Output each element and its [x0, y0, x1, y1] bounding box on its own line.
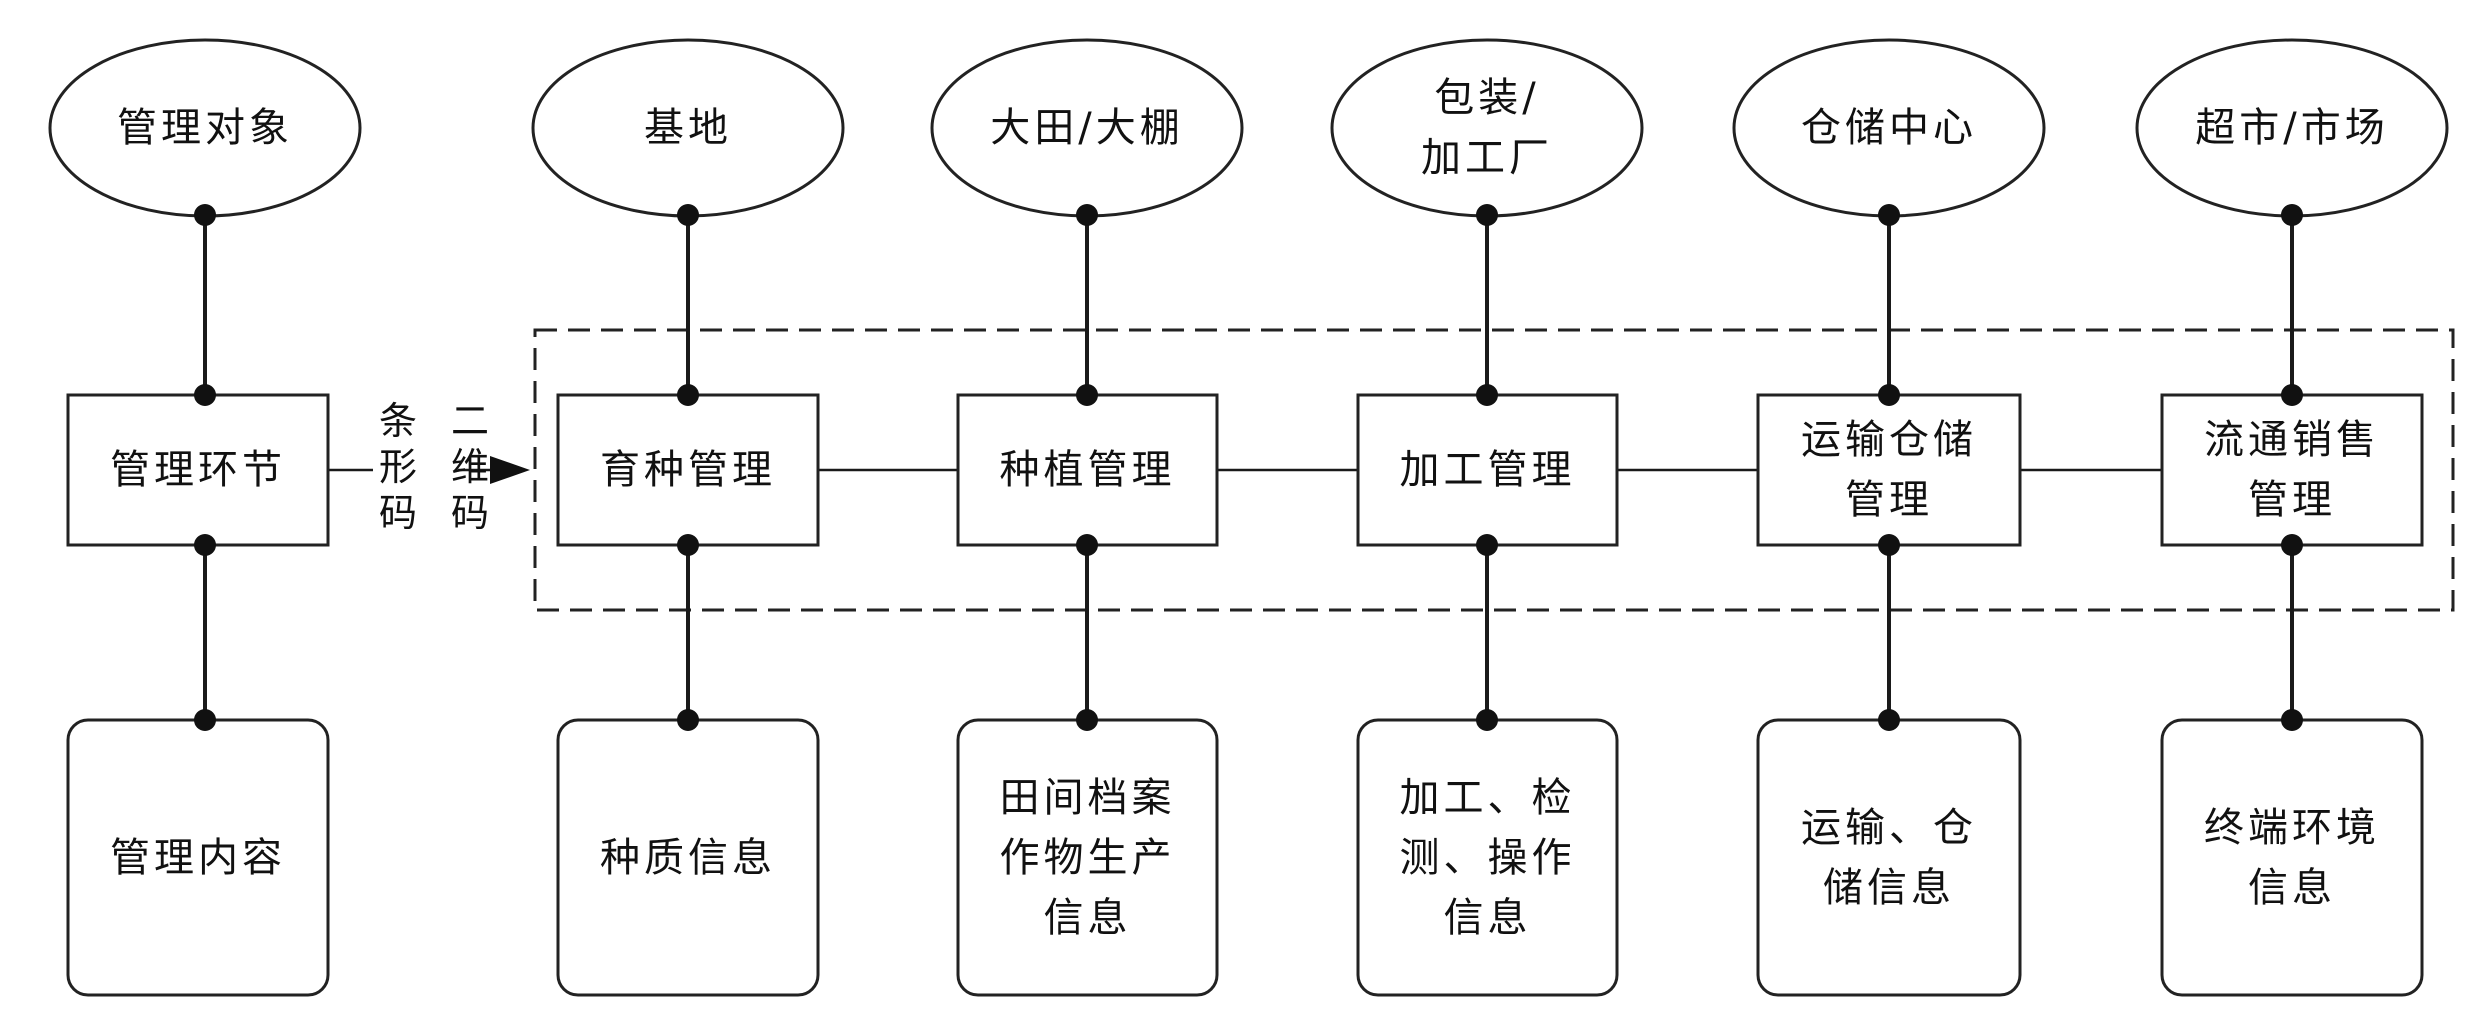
flow-arrowhead	[490, 456, 530, 484]
barcode-label: 条形码	[378, 399, 417, 535]
object-ellipse-factory	[1330, 38, 1644, 218]
dot-manage-mid-bottom	[194, 534, 216, 556]
object-ellipse-market	[2135, 38, 2449, 218]
dot-processing-bottom	[1476, 709, 1498, 731]
stage-box-manage	[66, 393, 330, 547]
content-box-breeding	[556, 718, 820, 997]
object-ellipse-manage	[48, 38, 362, 218]
dot-transport-top	[1878, 204, 1900, 226]
qrcode-label: 二维码	[450, 399, 489, 535]
dot-planting-bottom	[1076, 709, 1098, 731]
dot-breeding-bottom	[677, 709, 699, 731]
dot-circulation-mid-top	[2281, 384, 2303, 406]
object-ellipse-base	[531, 38, 845, 218]
stage-box-circulation	[2160, 393, 2424, 547]
object-ellipse-warehouse	[1732, 38, 2046, 218]
dot-transport-mid-top	[1878, 384, 1900, 406]
dot-manage-mid-top	[194, 384, 216, 406]
dot-breeding-mid-bottom	[677, 534, 699, 556]
stage-box-planting	[956, 393, 1219, 547]
stage-box-breeding	[556, 393, 820, 547]
dot-breeding-mid-top	[677, 384, 699, 406]
managed-stages-region	[533, 328, 2455, 612]
junction-dots	[194, 204, 2303, 731]
object-ellipse-field	[930, 38, 1244, 218]
stage-box-transport	[1756, 393, 2022, 547]
dot-processing-mid-top	[1476, 384, 1498, 406]
dot-planting-mid-bottom	[1076, 534, 1098, 556]
content-box-planting	[956, 718, 1219, 997]
content-box-processing	[1356, 718, 1619, 997]
dot-transport-mid-bottom	[1878, 534, 1900, 556]
dot-circulation-bottom	[2281, 709, 2303, 731]
content-box-circulation	[2160, 718, 2424, 997]
stage-box-processing	[1356, 393, 1619, 547]
dot-transport-bottom	[1878, 709, 1900, 731]
dot-processing-mid-bottom	[1476, 534, 1498, 556]
dot-processing-top	[1476, 204, 1498, 226]
dot-circulation-top	[2281, 204, 2303, 226]
dot-planting-top	[1076, 204, 1098, 226]
dot-breeding-top	[677, 204, 699, 226]
dot-manage-bottom	[194, 709, 216, 731]
dot-manage-top	[194, 204, 216, 226]
content-box-manage	[66, 718, 330, 997]
dot-circulation-mid-bottom	[2281, 534, 2303, 556]
dot-planting-mid-top	[1076, 384, 1098, 406]
content-box-transport	[1756, 718, 2022, 997]
